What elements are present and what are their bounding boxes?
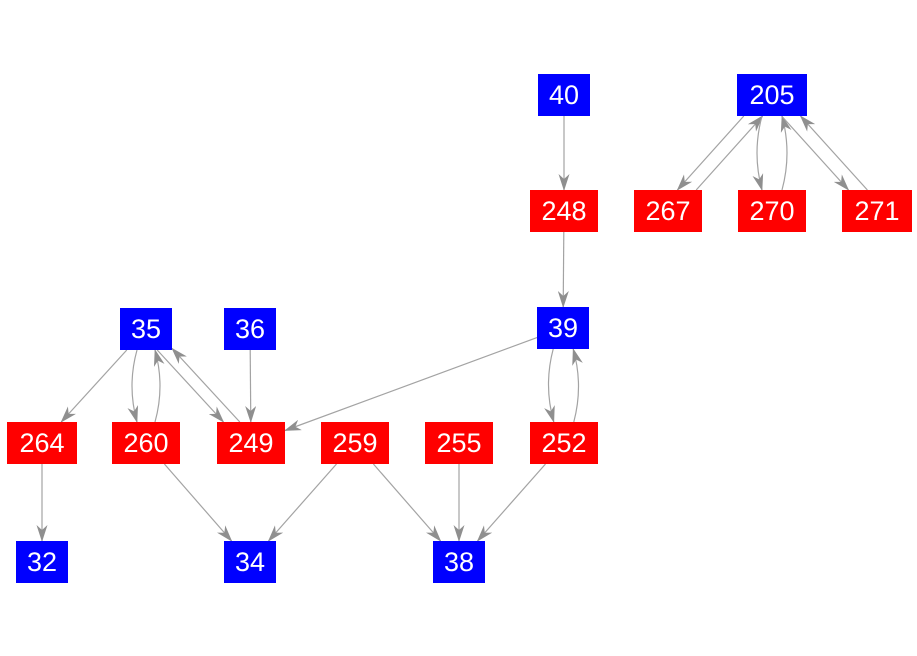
edge-271-205	[799, 115, 868, 191]
node-32: 32	[16, 541, 68, 583]
edge-260-34	[163, 463, 233, 542]
node-label: 249	[228, 427, 274, 458]
node-label: 270	[749, 195, 795, 226]
node-248: 248	[530, 190, 598, 232]
node-267: 267	[634, 190, 702, 232]
node-205: 205	[737, 74, 807, 116]
node-label: 36	[234, 313, 266, 344]
edge-group	[36, 115, 868, 542]
edge-35-249	[156, 349, 225, 423]
edge-39-249	[284, 337, 538, 432]
node-label: 40	[548, 79, 580, 110]
edge-260-35	[153, 349, 165, 423]
edge-252-39	[572, 348, 583, 423]
edge-35-264	[60, 349, 128, 423]
node-249: 249	[217, 422, 285, 464]
edge-39-252	[544, 348, 555, 423]
node-34: 34	[224, 541, 276, 583]
node-38: 38	[433, 541, 485, 583]
node-36: 36	[224, 308, 276, 350]
node-label: 38	[443, 546, 475, 577]
edge-205-267	[676, 115, 745, 191]
edge-267-205	[695, 115, 764, 191]
node-255: 255	[425, 422, 493, 464]
edge-259-34	[267, 463, 337, 542]
node-label: 34	[234, 546, 266, 577]
node-252: 252	[530, 422, 598, 464]
edge-249-35	[171, 347, 241, 423]
node-label: 39	[547, 312, 579, 343]
node-label: 267	[645, 195, 691, 226]
node-40: 40	[538, 74, 590, 116]
node-label: 32	[26, 546, 58, 577]
edge-252-38	[476, 463, 546, 542]
node-label: 248	[541, 195, 587, 226]
edge-205-270	[752, 115, 764, 191]
edge-205-271	[781, 115, 850, 191]
edge-248-39	[557, 231, 569, 308]
edge-35-260	[127, 349, 139, 423]
node-259: 259	[321, 422, 389, 464]
node-label: 260	[123, 427, 169, 458]
node-35: 35	[120, 308, 172, 350]
node-label: 35	[130, 313, 162, 344]
node-label: 255	[436, 427, 482, 458]
edge-36-249	[245, 349, 257, 423]
edge-270-205	[780, 115, 792, 191]
node-label: 205	[749, 79, 795, 110]
node-label: 271	[854, 195, 900, 226]
edge-259-38	[372, 463, 442, 542]
node-39: 39	[537, 307, 589, 349]
node-260: 260	[112, 422, 180, 464]
node-label: 252	[541, 427, 587, 458]
node-label: 259	[332, 427, 378, 458]
node-264: 264	[7, 422, 77, 464]
node-label: 264	[19, 427, 65, 458]
node-271: 271	[842, 190, 912, 232]
node-270: 270	[738, 190, 806, 232]
